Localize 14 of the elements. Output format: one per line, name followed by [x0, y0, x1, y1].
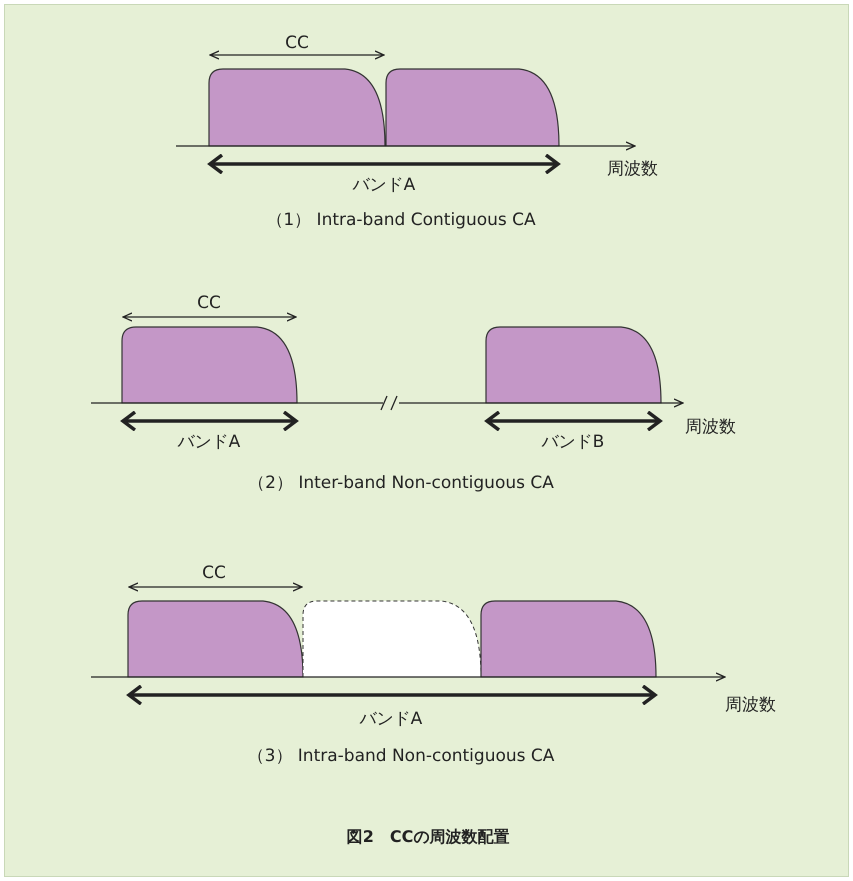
frequency-label: 周波数	[607, 159, 658, 179]
band-label: バンドB	[542, 432, 604, 452]
cc-label: CC	[202, 563, 226, 583]
frequency-label: 周波数	[725, 695, 776, 715]
panel-caption: （2） Inter-band Non-contiguous CA	[248, 473, 554, 493]
cc-label: CC	[285, 33, 309, 53]
band-label: バンドA	[360, 709, 422, 729]
panel-caption: （3） Intra-band Non-contiguous CA	[248, 746, 554, 766]
frequency-label: 周波数	[685, 417, 736, 437]
cc-label: CC	[197, 293, 221, 313]
panel-caption: （1） Intra-band Contiguous CA	[266, 210, 536, 230]
figure-caption: 図2 CCの周波数配置	[346, 827, 510, 847]
band-label: バンドA	[352, 175, 416, 195]
band-label: バンドA	[178, 432, 240, 452]
